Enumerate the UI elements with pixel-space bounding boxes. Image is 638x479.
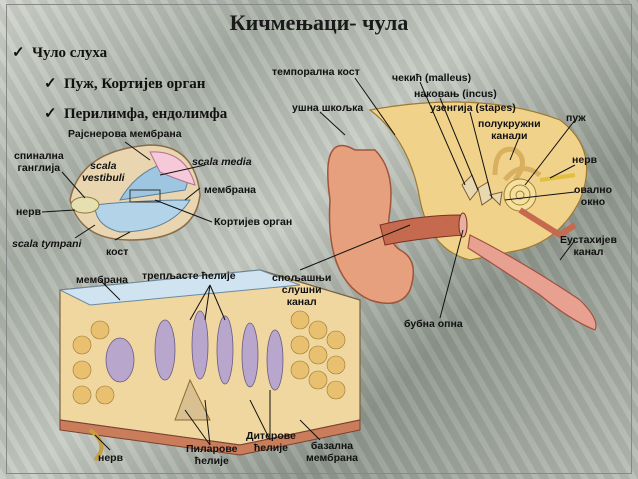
ear-anatomy [327,101,597,331]
cochlea-spiral [503,178,537,212]
label-malleus: чекић (malleus) [392,72,472,84]
label-stapes: узенгија (stapes) [430,102,516,114]
label-oval-window: овално окно [574,184,612,208]
cochlea-cross-section [69,144,201,241]
label-ear-canal: спољашњи слушни канал [272,272,332,308]
label-reissner-membrane: Рајснерова мембрана [68,128,182,140]
label-incus: наковањ (incus) [414,88,497,100]
label-deiters-cells: Дитерове ћелије [246,430,296,454]
label-nerve-bottom: нерв [98,452,124,464]
label-cochlea: пуж [566,112,586,124]
label-nerve-right: нерв [572,154,598,166]
leader-lines [41,77,576,451]
label-temporal-bone: темпорална кост [272,66,360,78]
label-membrane-lower: мембрана [76,274,129,286]
bullet-text: Чуло слуха [32,45,108,61]
label-scala-vestibuli: scala vestibuli [82,160,125,184]
check-icon: ✓ [44,76,57,92]
label-basilar-membrane: базална мембрана [306,440,359,464]
bullet-text: Пуж, Кортијев орган [64,76,206,92]
label-spinal-ganglia: спинална ганглија [14,150,64,174]
bullet-cochlea: ✓ Пуж, Кортијев орган [44,74,205,93]
label-membrane-upper: мембрана [204,184,257,196]
bullet-hearing: ✓ Чуло слуха [12,43,107,62]
check-icon: ✓ [44,106,57,122]
label-scala-media: scala media [192,156,252,168]
label-pillar-cells: Пиларове ћелије [186,443,238,467]
label-scala-tympani: scala tympani [12,238,82,250]
label-hair-cells: трепљасте ћелије [142,270,236,282]
label-bone: кост [106,246,129,258]
slide-title: Кичмењаци- чула [229,10,409,35]
organ-of-corti-detail [58,269,361,462]
label-nerve-left: нерв [16,206,42,218]
label-semicircular-canals: полукружни канали [478,118,541,142]
check-icon: ✓ [12,45,25,61]
label-pinna: ушна шкољка [292,102,364,114]
slide-frame [6,4,632,474]
label-organ-of-corti: Кортијев орган [214,216,293,228]
label-eardrum: бубна опна [404,318,463,330]
bullet-text: Перилимфа, ендолимфа [64,106,228,122]
bullet-lymph: ✓ Перилимфа, ендолимфа [44,104,227,123]
label-eustachian-tube: Еустахијев канал [560,234,617,258]
